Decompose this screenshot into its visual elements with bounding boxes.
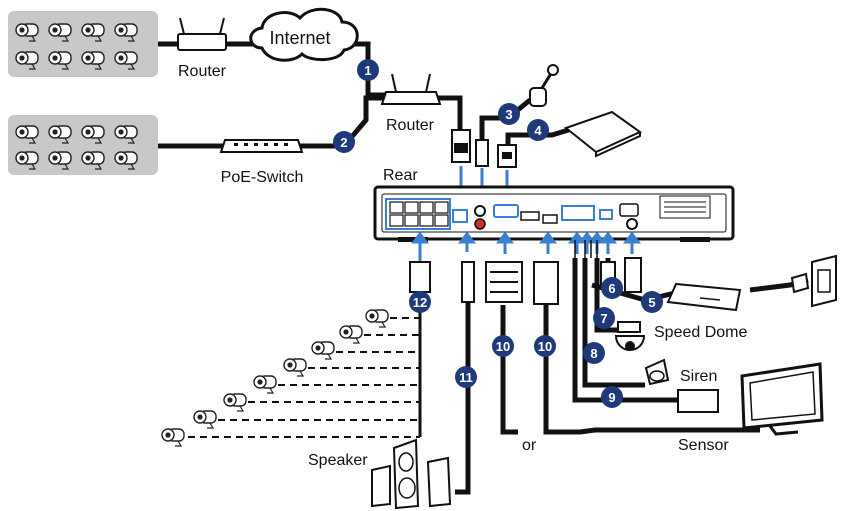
badge-12: 12: [409, 291, 431, 313]
camera-group-bottom: [8, 115, 158, 175]
badge-8: 8: [583, 342, 605, 364]
speed-dome-label: Speed Dome: [654, 324, 747, 341]
badge-10-hdmi: 10: [534, 335, 556, 357]
microphone-icon: [529, 64, 559, 107]
badge-6: 6: [601, 277, 623, 299]
badge-3: 3: [498, 103, 520, 125]
camera-chain: [161, 292, 422, 447]
arrows-up: [411, 231, 641, 262]
speaker-label: Speaker: [308, 452, 368, 469]
rear-label: Rear: [383, 167, 418, 184]
siren-label: Siren: [680, 368, 717, 385]
svg-text:1: 1: [364, 63, 371, 78]
alarm-wires: [574, 240, 598, 258]
svg-text:6: 6: [608, 281, 615, 296]
internet-cloud: Internet: [249, 7, 359, 62]
badge-4: 4: [527, 119, 549, 141]
router-left: Router: [177, 17, 227, 80]
hard-drive-icon: [563, 110, 642, 158]
svg-text:4: 4: [534, 123, 542, 138]
nvr-rear-panel: [373, 185, 735, 242]
router-left-label: Router: [178, 63, 227, 80]
bottom-connectors: [409, 257, 642, 305]
sensor-icon: [677, 389, 719, 413]
power-plug: [624, 257, 642, 293]
svg-text:10: 10: [538, 339, 552, 354]
svg-text:8: 8: [590, 346, 597, 361]
or-label: or: [522, 437, 537, 454]
hdmi-connector: [533, 261, 559, 305]
monitor-icon: [740, 362, 824, 436]
svg-text:11: 11: [459, 370, 473, 385]
badge-10-vga: 10: [492, 335, 514, 357]
rj45-connector-bottom: [409, 261, 431, 293]
svg-text:12: 12: [413, 295, 427, 310]
svg-text:3: 3: [505, 107, 512, 122]
cables: [158, 41, 809, 495]
speaker-icon: [371, 438, 452, 510]
poe-switch-label: PoE-Switch: [221, 169, 304, 186]
badge-7: 7: [593, 307, 615, 329]
audio-in-connector: [475, 139, 489, 167]
badge-1: 1: [357, 59, 379, 81]
badge-9: 9: [601, 386, 623, 408]
svg-text:7: 7: [600, 311, 607, 326]
internet-label: Internet: [269, 28, 330, 48]
camera-group-top: [8, 11, 158, 77]
sensor-label: Sensor: [678, 437, 729, 454]
top-connectors: [451, 129, 517, 168]
siren-icon: [644, 358, 670, 386]
svg-text:9: 9: [608, 390, 615, 405]
badge-5: 5: [641, 291, 663, 313]
svg-text:10: 10: [496, 339, 510, 354]
number-badges: 1 2 3 4 5 6 7 8 9 10 10 11 12: [333, 59, 663, 408]
speaker-plug: [461, 261, 475, 303]
badge-2: 2: [333, 131, 355, 153]
badge-11: 11: [455, 366, 477, 388]
poe-switch: PoE-Switch: [219, 139, 304, 186]
router-right-label: Router: [386, 117, 435, 134]
wall-outlet-icon: [790, 254, 837, 308]
router-right: Router: [380, 73, 442, 134]
power-adapter-icon: [666, 282, 742, 312]
svg-text:2: 2: [340, 135, 347, 150]
speed-dome-icon: [614, 321, 646, 351]
svg-text:5: 5: [648, 295, 655, 310]
